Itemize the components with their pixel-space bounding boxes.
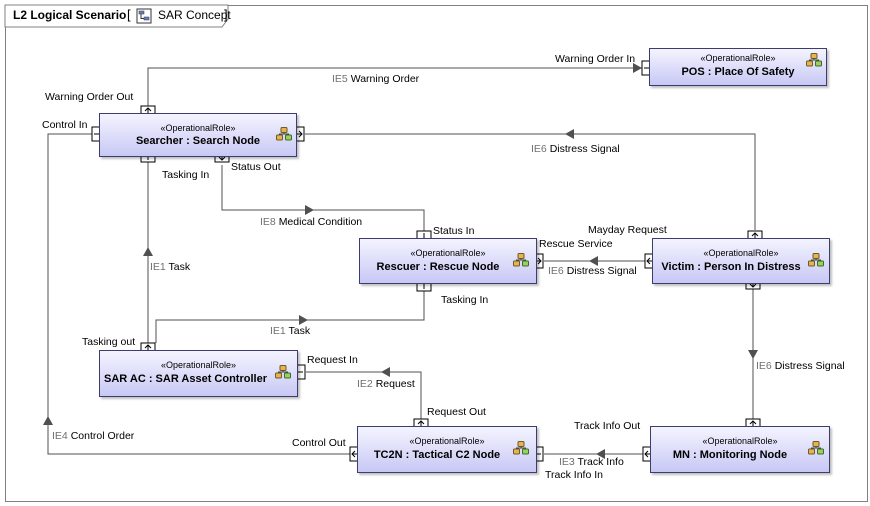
stereotype-label: «OperationalRole» bbox=[702, 436, 778, 446]
flow-ie8 bbox=[221, 165, 425, 231]
flow-label-ie3: IE3 Track Info bbox=[559, 456, 624, 468]
operational-role-icon bbox=[513, 441, 529, 455]
diagram-icon bbox=[136, 8, 152, 24]
arrow-ie1-searcher bbox=[143, 247, 153, 256]
arrow-ie2 bbox=[381, 367, 390, 377]
node-victim[interactable]: «OperationalRole» Victim : Person In Dis… bbox=[652, 238, 830, 284]
port-label-track-info-in: Track Info In bbox=[545, 469, 603, 481]
flow-ie4 bbox=[47, 133, 350, 455]
node-name: POS : Place Of Safety bbox=[681, 66, 795, 78]
stereotype-label: «OperationalRole» bbox=[409, 436, 485, 446]
arrow-ie4 bbox=[43, 416, 53, 425]
flow-label-ie5: IE5 Warning Order bbox=[332, 73, 420, 85]
node-rescuer[interactable]: «OperationalRole» Rescuer : Rescue Node bbox=[359, 238, 537, 284]
node-mn[interactable]: «OperationalRole» MN : Monitoring Node bbox=[650, 426, 830, 473]
port-label-tasking-in-rescuer: Tasking In bbox=[441, 294, 489, 306]
port-label-control-out: Control Out bbox=[292, 437, 346, 449]
port-label-mayday-request: Mayday Request bbox=[588, 224, 667, 236]
bracket-close: ] bbox=[224, 7, 228, 22]
flow-ie1-rescuer bbox=[155, 291, 425, 343]
frame-title-text: L2 Logical Scenario bbox=[13, 8, 127, 22]
node-searcher[interactable]: «OperationalRole» Searcher : Search Node bbox=[99, 113, 297, 157]
node-name: MN : Monitoring Node bbox=[672, 449, 788, 461]
diagram-name: SAR Concept bbox=[158, 8, 231, 22]
flow-ie2 bbox=[306, 371, 422, 419]
port-label-track-info-out: Track Info Out bbox=[574, 420, 641, 432]
port-label-rescue-service: Rescue Service bbox=[539, 238, 613, 250]
arrow-ie6-searcher bbox=[565, 129, 574, 139]
flow-ie6-searcher bbox=[305, 133, 756, 230]
node-pos[interactable]: «OperationalRole» POS : Place Of Safety bbox=[649, 48, 827, 86]
node-name: Victim : Person In Distress bbox=[661, 261, 801, 273]
flow-label-ie6-mn: IE6 Distress Signal bbox=[756, 360, 845, 372]
flow-label-ie1-rescuer: IE1 Task bbox=[270, 325, 311, 337]
node-name: Searcher : Search Node bbox=[135, 135, 261, 147]
port-label-request-in: Request In bbox=[307, 354, 358, 366]
operational-role-icon bbox=[513, 253, 529, 267]
stereotype-label: «OperationalRole» bbox=[160, 360, 237, 370]
arrow-ie1-rescuer bbox=[299, 315, 308, 325]
operational-role-icon bbox=[806, 53, 822, 67]
node-name: TC2N : Tactical C2 Node bbox=[373, 449, 501, 461]
frame-title-tab bbox=[4, 4, 229, 28]
port-label-warning-order-in: Warning Order In bbox=[555, 53, 636, 65]
port-label-status-in: Status In bbox=[433, 225, 475, 237]
port-label-tasking-out: Tasking out bbox=[82, 336, 136, 348]
flow-label-ie6-searcher: IE6 Distress Signal bbox=[531, 143, 620, 155]
flow-label-ie1-searcher: IE1 Task bbox=[150, 261, 191, 273]
node-name: Rescuer : Rescue Node bbox=[376, 261, 500, 273]
port-label-status-out: Status Out bbox=[231, 161, 281, 173]
port-label-control-in: Control In bbox=[42, 119, 88, 131]
flow-label-ie2: IE2 Request bbox=[357, 378, 415, 390]
arrow-ie5 bbox=[633, 63, 642, 73]
arrow-ie6-mn bbox=[748, 350, 758, 359]
stereotype-label: «OperationalRole» bbox=[703, 248, 779, 258]
port-label-warning-order-out: Warning Order Out bbox=[45, 91, 134, 103]
arrow-ie3 bbox=[596, 449, 605, 459]
flow-ie5 bbox=[147, 67, 642, 106]
bracket-open: [ bbox=[127, 7, 131, 22]
stereotype-label: «OperationalRole» bbox=[160, 123, 236, 133]
operational-role-icon bbox=[275, 365, 291, 379]
port-label-tasking-in-searcher: Tasking In bbox=[162, 169, 210, 181]
stereotype-label: «OperationalRole» bbox=[410, 248, 486, 258]
flow-label-ie4: IE4 Control Order bbox=[52, 430, 135, 442]
port-label-request-out: Request Out bbox=[427, 406, 486, 418]
flow-label-ie6-rescuer: IE6 Distress Signal bbox=[548, 265, 637, 277]
arrow-ie8 bbox=[305, 205, 314, 215]
node-sarac[interactable]: «OperationalRole» SAR AC : SAR Asset Con… bbox=[99, 350, 298, 397]
flow-label-ie8: IE8 Medical Condition bbox=[260, 216, 363, 228]
stereotype-label: «OperationalRole» bbox=[700, 53, 776, 63]
node-name: SAR AC : SAR Asset Controller bbox=[104, 373, 267, 385]
arrow-ie6-rescuer bbox=[589, 256, 598, 266]
operational-role-icon bbox=[276, 127, 292, 141]
arrowheads bbox=[43, 63, 758, 459]
operational-role-icon bbox=[808, 441, 824, 455]
operational-role-icon bbox=[808, 253, 824, 267]
connectors bbox=[47, 67, 756, 455]
node-tc2n[interactable]: «OperationalRole» TC2N : Tactical C2 Nod… bbox=[357, 426, 537, 473]
